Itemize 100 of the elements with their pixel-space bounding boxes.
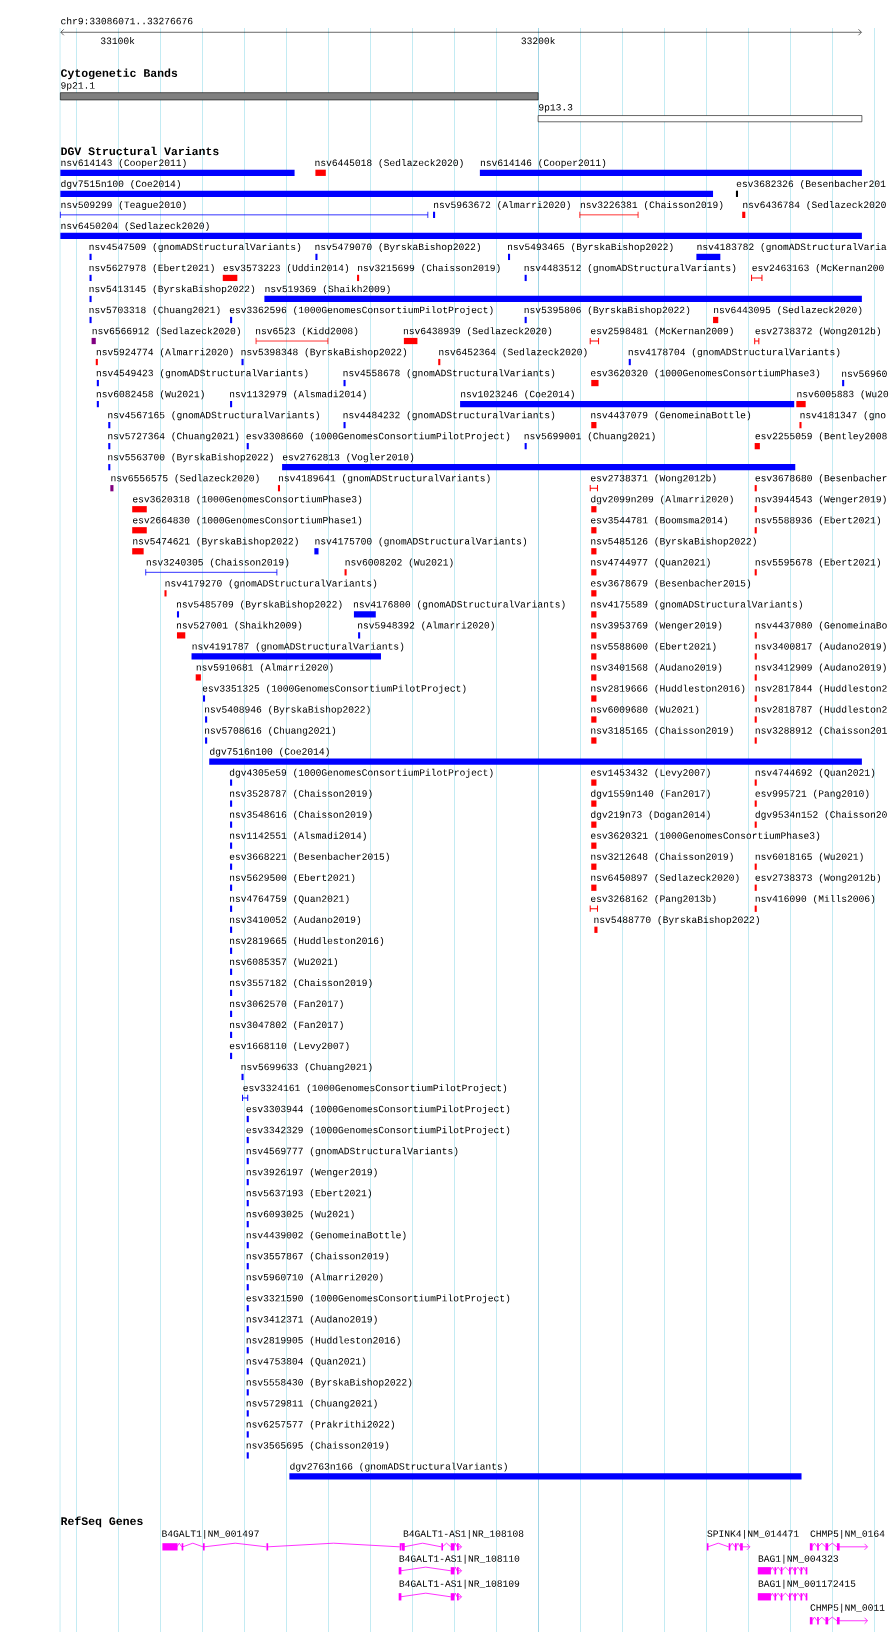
variant-label: nsv416090 (Mills2006) (755, 894, 875, 904)
variant-label: nsv3400817 (Audano2019) (755, 642, 886, 652)
variant-label: esv995721 (Pang2010) (755, 789, 869, 799)
variant-label: esv2255059 (Bentley2008 (755, 432, 887, 442)
variant-label: nsv5485709 (ByrskaBishop2022) (176, 600, 342, 610)
variant-label: esv3351325 (1000GenomesConsortiumPilotProject) (202, 684, 466, 694)
variant-label: nsv3401568 (Audano2019) (591, 663, 722, 673)
variant-label: nsv4189641 (gnomADStructuralVariants) (278, 474, 490, 484)
variant-label: esv2762813 (Vogler2010) (282, 453, 414, 463)
variant-label: esv3321590 (1000GenomesConsortiumPilotProject) (246, 1294, 510, 1304)
variant-label: nsv6556575 (Sedlazeck2020) (111, 474, 259, 484)
variant-label: nsv5699001 (Chuang2021) (524, 432, 655, 442)
variant-label: esv3342329 (1000GenomesConsortiumPilotProject) (246, 1126, 510, 1136)
variant-label: nsv2819665 (Huddleston2016) (230, 936, 384, 946)
variant-label: nsv4176800 (gnomADStructuralVariants) (353, 600, 565, 610)
variant-label: nsv4181347 (gno (800, 411, 886, 421)
variant-label: nsv6438939 (Sedlazeck2020) (403, 327, 552, 337)
variant-label: nsv3926197 (Wenger2019) (246, 1168, 377, 1178)
variant-label: nsv3410052 (Audano2019) (230, 915, 361, 925)
variant-label: nsv527001 (Shaikh2009) (176, 621, 302, 631)
variant-label: nsv6008202 (Wu2021) (345, 558, 453, 568)
variant-label: nsv5479070 (ByrskaBishop2022) (315, 243, 480, 252)
variant-label: esv3620320 (1000GenomesConsortiumPhase3) (591, 369, 820, 379)
variant-label: nsv3185165 (Chaisson2019) (591, 726, 733, 736)
variant-label: esv3620321 (1000GenomesConsortiumPhase3) (591, 831, 820, 841)
band-label: 9p21.1 (61, 82, 95, 91)
variant-label: nsv5588936 (Ebert2021) (755, 516, 880, 526)
variant-label: nsv4569777 (gnomADStructuralVariants) (246, 1147, 458, 1157)
variant-label: nsv6093025 (Wu2021) (246, 1210, 354, 1220)
variant-label: esv3308660 (1000GenomesConsortiumPilotProject) (246, 432, 510, 442)
coordinate-range-label: chr9:33086071..33276676 (61, 17, 193, 25)
variant-label: nsv3548616 (Chaisson2019) (230, 810, 372, 820)
variant-label: nsv519369 (Shaikh2009) (265, 285, 390, 295)
variant-label: nsv4753804 (Quan2021) (246, 1357, 366, 1367)
variant-label: dgv219n73 (Dogan2014) (591, 810, 710, 820)
variant-label: esv3678680 (Besenbacher (755, 474, 887, 484)
variant-label: nsv5708616 (Chuang2021) (205, 726, 336, 736)
variant-label: nsv5474621 (ByrskaBishop2022) (133, 537, 298, 547)
variant-label: nsv3288912 (Chaisson201 (755, 726, 887, 736)
variant-label: nsv6436784 (Sedlazeck2020 (743, 201, 886, 210)
variant-label: nsv5558430 (ByrskaBishop2022) (246, 1378, 412, 1388)
gene-label: CHMP5|NM_0011 (810, 1603, 885, 1613)
variant-label: nsv3557867 (Chaisson2019) (246, 1252, 389, 1262)
variant-label: nsv6443095 (Sedlazeck2020) (714, 306, 862, 316)
variant-label: nsv4175589 (gnomADStructuralVariants) (591, 600, 802, 610)
track-heading: RefSeq Genes (61, 1516, 143, 1528)
variant-label: dgv7516n100 (Coe2014) (210, 747, 329, 757)
variant-label: nsv4744977 (Quan2021) (591, 558, 710, 568)
variant-label: esv1453432 (Levy2007) (591, 768, 710, 778)
gene-label: B4GALT1|NM_001497 (162, 1529, 259, 1539)
variant-label: dgv4305e59 (1000GenomesConsortiumPilotProject) (229, 768, 493, 778)
variant-label: nsv509299 (Teague2010) (61, 201, 186, 210)
gene-label: B4GALT1-AS1|NR_108109 (399, 1579, 520, 1589)
variant-label: nsv4437080 (GenomeinaBo (755, 621, 887, 631)
gene-label: BAG1|NM_004323 (758, 1554, 838, 1564)
variant-label: esv3682326 (Besenbacher201 (736, 180, 886, 189)
variant-label: esv3268162 (Pang2013b) (591, 894, 716, 904)
variant-label: esv2463163 (McKernan200 (752, 264, 884, 274)
variant-label: esv3573223 (Uddin2014) (223, 264, 349, 274)
variant-label: nsv3944543 (Wenger2019) (755, 495, 886, 505)
variant-label: nsv5963672 (Almarri2020) (434, 201, 570, 210)
variant-label: nsv4484232 (gnomADStructuralVariants) (343, 411, 555, 421)
variant-label: nsv5948392 (Almarri2020) (358, 621, 494, 631)
variant-label: nsv4764759 (Quan2021) (230, 894, 349, 904)
gene-label: CHMP5|NM_0164 (810, 1529, 885, 1539)
tick-label: 33200k (521, 37, 555, 45)
variant-label: nsv5627978 (Ebert2021) (89, 264, 214, 274)
variant-label: nsv614143 (Cooper2011) (61, 158, 186, 168)
variant-label: nsv2818787 (Huddleston2 (755, 705, 887, 715)
variant-label: esv3678679 (Besenbacher2015) (591, 579, 751, 589)
variant-label: dgv7515n100 (Coe2014) (61, 180, 180, 189)
variant-label: nsv5629500 (Ebert2021) (230, 873, 355, 883)
variant-label: nsv3226381 (Chaisson2019) (580, 201, 723, 210)
variant-label: nsv56960 (842, 370, 887, 377)
variant-label: nsv4437079 (GenomeinaBottle) (591, 411, 751, 421)
variant-label: nsv4558678 (gnomADStructuralVariants) (343, 369, 555, 379)
variant-label: esv3620318 (1000GenomesConsortiumPhase3) (133, 495, 362, 505)
variant-label: nsv3565695 (Chaisson2019) (246, 1441, 389, 1451)
variant-label: nsv6566912 (Sedlazeck2020) (92, 327, 240, 337)
variant-label: dgv1559n140 (Fan2017) (591, 789, 710, 799)
variant-label: esv2598481 (McKernan2009) (591, 327, 733, 337)
variant-label: nsv5960710 (Almarri2020) (246, 1273, 383, 1283)
variant-label: esv3668221 (Besenbacher2015) (229, 852, 389, 862)
variant-label: nsv6009680 (Wu2021) (591, 705, 699, 715)
variant-label: esv2738373 (Wong2012b) (755, 873, 880, 883)
variant-label: esv3362596 (1000GenomesConsortiumPilotProject) (229, 306, 493, 316)
variant-label: nsv6445018 (Sedlazeck2020) (315, 158, 463, 168)
variant-label: nsv4744692 (Quan2021) (755, 768, 875, 778)
variant-label: nsv6005883 (Wu20 (797, 390, 889, 400)
variant-label: nsv4547509 (gnomADStructuralVariants) (89, 243, 301, 252)
variant-label: nsv3557182 (Chaisson2019) (230, 979, 372, 988)
variant-label: nsv3047802 (Fan2017) (230, 1021, 343, 1030)
variant-label: nsv5727364 (Chuang2021) (108, 432, 239, 442)
band-label: 9p13.3 (539, 104, 573, 113)
variant-label: nsv4439002 (GenomeinaBottle) (246, 1231, 406, 1241)
gene-label: B4GALT1-AS1|NR_108110 (399, 1554, 520, 1564)
gene-label: BAG1|NM_001172415 (758, 1579, 856, 1589)
variant-label: nsv4549423 (gnomADStructuralVariants) (96, 369, 308, 379)
variant-label: dgv2763n166 (gnomADStructuralVariants) (290, 1462, 507, 1472)
variant-label: nsv5595678 (Ebert2021) (755, 558, 880, 568)
